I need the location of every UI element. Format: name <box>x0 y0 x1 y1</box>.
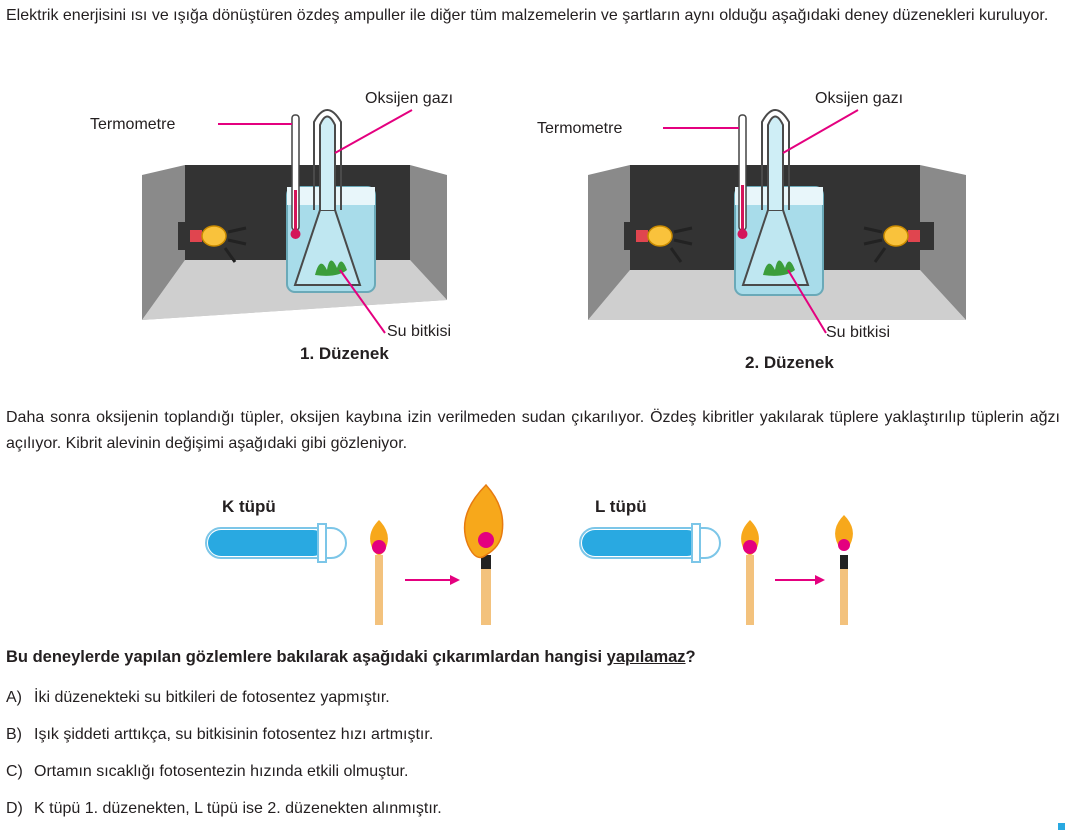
option-letter: B) <box>6 726 22 743</box>
tube-l-icon <box>579 523 721 563</box>
option-letter: D) <box>6 800 23 817</box>
setup-2-illustration <box>588 109 966 334</box>
match-observation-illustration <box>205 483 853 625</box>
option-letter: C) <box>6 763 23 780</box>
thermometer-label-2: Termometre <box>537 120 623 137</box>
caption-setup-1: 1. Düzenek <box>300 344 389 363</box>
option-a[interactable]: A) İki düzenekteki su bitkileri de fotose… <box>6 689 390 707</box>
option-c[interactable]: C) Ortamın sıcaklığı fotosentezin hızında… <box>6 763 408 781</box>
tube-k-icon <box>205 523 347 563</box>
plant-label-2: Su bitkisi <box>826 324 891 341</box>
option-text: K tüpü 1. düzenekten, L tüpü ise 2. düze… <box>34 800 442 817</box>
question-mark: ? <box>685 648 696 666</box>
thermometer-label-1: Termometre <box>90 116 176 133</box>
question-stem: Bu deneylerde yapılan gözlemlere bakılar… <box>6 648 696 667</box>
middle-paragraph: Daha sonra oksijenin toplandığı tüpler, … <box>6 409 1060 452</box>
intro-paragraph: Elektrik enerjisini ısı ve ışığa dönüştü… <box>6 7 1049 24</box>
match-after-l-icon <box>835 515 853 625</box>
question-text: Bu deneylerde yapılan gözlemlere bakılar… <box>6 648 607 666</box>
caption-setup-2: 2. Düzenek <box>745 353 834 372</box>
corner-mark <box>1058 823 1065 830</box>
match-before-l-icon <box>741 520 759 625</box>
setup-1-illustration <box>142 109 447 334</box>
oxygen-label-2: Oksijen gazı <box>815 90 904 107</box>
option-b[interactable]: B) Işık şiddeti arttıkça, su bitkisinin f… <box>6 726 433 744</box>
match-after-k-icon <box>463 483 504 625</box>
oxygen-label-1: Oksijen gazı <box>365 90 454 107</box>
option-text: Işık şiddeti arttıkça, su bitkisinin fot… <box>34 726 434 743</box>
tube-k-label: K tüpü <box>222 497 276 516</box>
tube-l-label: L tüpü <box>595 497 647 516</box>
option-text: İki düzenekteki su bitkileri de fotosent… <box>34 689 390 706</box>
option-d[interactable]: D) K tüpü 1. düzenekten, L tüpü ise 2. dü… <box>6 800 442 818</box>
match-before-k-icon <box>370 520 388 625</box>
question-underlined: yapılamaz <box>606 648 686 666</box>
option-text: Ortamın sıcaklığı fotosentezin hızında e… <box>34 763 409 780</box>
option-letter: A) <box>6 689 22 706</box>
plant-label-1: Su bitkisi <box>387 323 452 340</box>
